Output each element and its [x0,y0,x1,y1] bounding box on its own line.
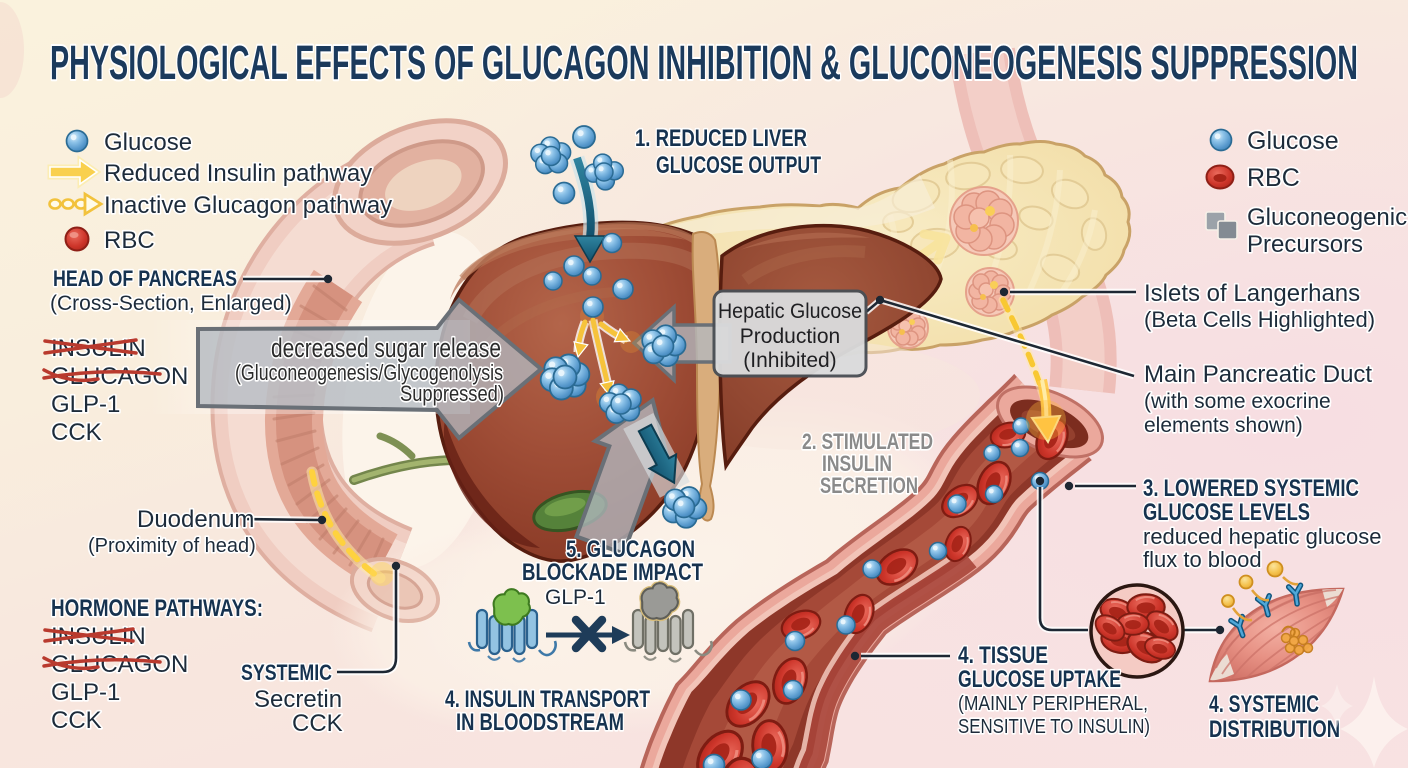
svg-text:Duodenum: Duodenum [137,506,254,533]
svg-text:(Proximity of head): (Proximity of head) [88,535,256,557]
svg-text:GLP-1: GLP-1 [51,679,120,706]
svg-text:(Gluconeogenesis/Glycogenolysi: (Gluconeogenesis/Glycogenolysis [235,360,503,385]
svg-text:(MAINLY PERIPHERAL,: (MAINLY PERIPHERAL, [958,693,1148,715]
svg-text:4. SYSTEMIC: 4. SYSTEMIC [1209,691,1319,718]
svg-text:flux to blood: flux to blood [1143,547,1262,572]
svg-text:5. GLUCAGON: 5. GLUCAGON [566,536,695,563]
svg-text:Glucose: Glucose [1247,127,1339,155]
svg-text:Precursors: Precursors [1247,231,1363,258]
svg-text:3. LOWERED SYSTEMIC: 3. LOWERED SYSTEMIC [1143,475,1359,502]
svg-text:(with some exocrine: (with some exocrine [1144,390,1331,413]
svg-text:Suppressed): Suppressed) [400,381,504,406]
svg-text:Glucose: Glucose [104,129,192,156]
svg-text:BLOCKADE IMPACT: BLOCKADE IMPACT [522,559,703,586]
svg-text:DISTRIBUTION: DISTRIBUTION [1209,716,1340,743]
svg-text:1. REDUCED LIVER: 1. REDUCED LIVER [635,125,807,152]
svg-text:GLUCOSE OUTPUT: GLUCOSE OUTPUT [656,152,821,179]
svg-text:HORMONE PATHWAYS:: HORMONE PATHWAYS: [51,595,263,622]
svg-text:SENSITIVE TO INSULIN): SENSITIVE TO INSULIN) [958,716,1150,738]
svg-text:CCK: CCK [51,419,102,446]
svg-text:RBC: RBC [1247,164,1300,192]
svg-text:GLP-1: GLP-1 [51,391,120,418]
svg-text:Production: Production [740,325,840,348]
svg-text:2. STIMULATED: 2. STIMULATED [802,429,933,454]
svg-text:SECRETION: SECRETION [820,473,918,498]
svg-text:SYSTEMIC: SYSTEMIC [241,660,332,685]
svg-text:CCK: CCK [292,710,343,737]
svg-text:Reduced Insulin pathway: Reduced Insulin pathway [104,160,372,187]
svg-text:HEAD OF PANCREAS: HEAD OF PANCREAS [53,266,237,291]
svg-text:Islets of Langerhans: Islets of Langerhans [1144,280,1360,307]
svg-text:INSULIN: INSULIN [822,451,892,476]
svg-text:GLUCOSE LEVELS: GLUCOSE LEVELS [1143,499,1310,526]
svg-text:RBC: RBC [104,227,155,254]
svg-text:CCK: CCK [51,707,102,734]
svg-text:(Cross-Section, Enlarged): (Cross-Section, Enlarged) [50,292,292,315]
svg-text:GLUCOSE UPTAKE: GLUCOSE UPTAKE [958,666,1121,693]
svg-text:decreased sugar release: decreased sugar release [271,333,501,363]
svg-text:(Inhibited): (Inhibited) [743,349,836,372]
svg-text:4. TISSUE: 4. TISSUE [958,642,1048,669]
svg-text:reduced hepatic glucose: reduced hepatic glucose [1143,524,1382,549]
svg-text:Hepatic Glucose: Hepatic Glucose [718,300,862,323]
svg-text:IN BLOODSTREAM: IN BLOODSTREAM [456,709,624,736]
svg-text:GLUCAGON: GLUCAGON [51,651,188,678]
svg-text:(Beta Cells Highlighted): (Beta Cells Highlighted) [1144,307,1375,332]
svg-text:Main Pancreatic Duct: Main Pancreatic Duct [1144,361,1372,388]
svg-text:Gluconeogenic: Gluconeogenic [1247,204,1407,231]
svg-text:GLUCAGON: GLUCAGON [51,363,188,390]
svg-text:Inactive Glucagon pathway: Inactive Glucagon pathway [104,192,392,219]
svg-text:4. INSULIN TRANSPORT: 4. INSULIN TRANSPORT [445,686,650,713]
svg-text:PHYSIOLOGICAL EFFECTS OF GLUCA: PHYSIOLOGICAL EFFECTS OF GLUCAGON INHIBI… [50,37,1358,90]
svg-text:GLP-1: GLP-1 [545,586,606,609]
svg-text:Secretin: Secretin [254,686,342,713]
svg-text:elements shown): elements shown) [1144,414,1303,437]
